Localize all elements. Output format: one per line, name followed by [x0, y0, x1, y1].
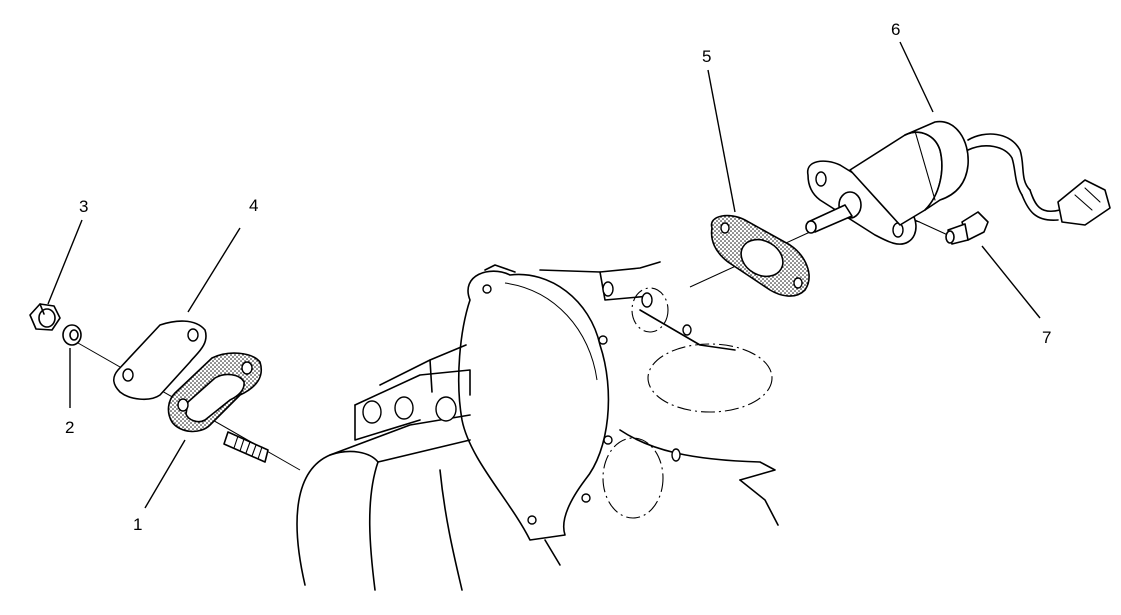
- lock-washer: [62, 324, 82, 346]
- hex-nut: [29, 303, 61, 331]
- leader-5: [707, 69, 736, 213]
- callout-3: 3: [79, 197, 88, 216]
- callout-labels: 1 2 3 4 5 6 7: [65, 20, 1051, 534]
- gasket-small: [167, 352, 262, 433]
- callout-1: 1: [133, 515, 142, 534]
- threaded-stud: [223, 431, 269, 463]
- callout-7: 7: [1042, 328, 1051, 347]
- banjo-fitting: [945, 211, 989, 245]
- engine-housing: [296, 261, 779, 591]
- callout-4: 4: [249, 196, 258, 215]
- solenoid-gasket: [710, 214, 810, 297]
- leader-6: [899, 41, 934, 113]
- callout-2: 2: [65, 418, 74, 437]
- fuel-shutoff-solenoid: [805, 120, 1111, 245]
- callout-leaders: [47, 41, 1041, 509]
- leader-3: [47, 219, 83, 305]
- assembly-axis-lines: [77, 204, 951, 471]
- leader-1: [144, 439, 186, 509]
- callout-6: 6: [891, 20, 900, 39]
- callout-5: 5: [702, 47, 711, 66]
- cover-plate: [112, 320, 207, 401]
- leader-4: [187, 227, 241, 313]
- leader-7: [981, 245, 1041, 319]
